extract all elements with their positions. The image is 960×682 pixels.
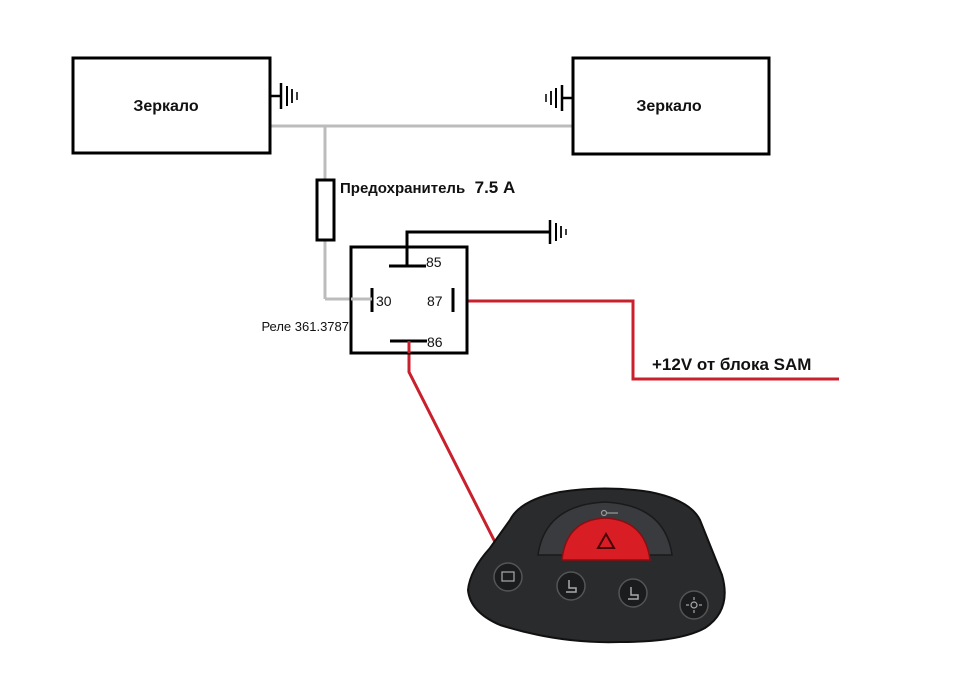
fuse-label: Предохранитель — [340, 180, 465, 197]
pin-85-label: 85 — [426, 254, 442, 270]
power-source-label: +12V от блока SAM — [652, 355, 811, 374]
fuse-body — [315, 178, 336, 242]
relay-label: Реле 361.3787 — [261, 319, 349, 334]
ground-icon — [548, 220, 567, 244]
pin-87-label: 87 — [427, 293, 443, 309]
hazard-button[interactable] — [561, 517, 651, 561]
mirror-right-box — [571, 56, 771, 156]
seat-heat-left-button[interactable] — [556, 571, 586, 601]
fuse-value: 7.5 A — [475, 178, 516, 197]
mirror-left-box — [71, 56, 272, 155]
mirror-right-label: Зеркало — [636, 98, 702, 115]
fan-icon — [686, 597, 702, 613]
pin-86-label: 86 — [427, 334, 443, 350]
rear-defrost-icon — [501, 571, 515, 582]
switch-panel — [466, 487, 726, 644]
hazard-triangle-icon — [596, 531, 616, 549]
mirror-left-label: Зеркало — [133, 98, 199, 115]
seat-heat-icon — [566, 580, 577, 593]
fan-button[interactable] — [679, 590, 709, 620]
seat-heat-icon — [628, 587, 639, 600]
ground-icon — [545, 85, 573, 111]
relay: 85 30 87 86 Реле 361.3787 — [261, 245, 469, 355]
lock-icon — [600, 509, 618, 517]
fuse: Предохранитель 7.5 A — [315, 178, 515, 242]
seat-heat-right-button[interactable] — [618, 578, 648, 608]
mirror-right: Зеркало — [571, 56, 771, 156]
wire-pin86-to-switch — [407, 344, 499, 547]
mirror-left: Зеркало — [71, 56, 272, 155]
rear-defrost-button[interactable] — [493, 562, 523, 592]
pin-30-label: 30 — [376, 293, 392, 309]
ground-icon — [270, 83, 298, 109]
wire-sam-to-pin87 — [453, 299, 839, 381]
fuse-caption: Предохранитель 7.5 A — [340, 178, 515, 197]
